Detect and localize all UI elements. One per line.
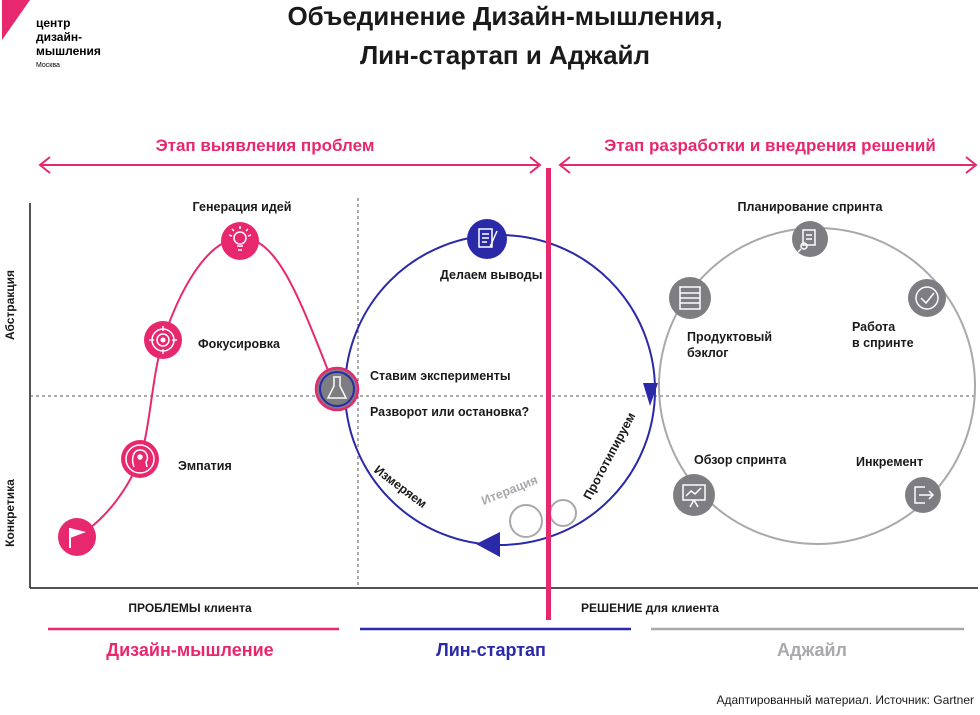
sprint-planning-node xyxy=(792,221,828,257)
logo-line-1: центр xyxy=(36,16,71,30)
document-icon xyxy=(478,228,498,248)
stage-arrow-left xyxy=(38,156,542,174)
head-icon xyxy=(131,449,149,468)
label-pivot: Разворот или остановка? xyxy=(370,405,529,419)
label-client-solution: РЕШЕНИЕ для клиента xyxy=(581,601,719,615)
iteration-loops xyxy=(509,499,577,538)
label-empathy: Эмпатия xyxy=(178,459,232,473)
export-icon xyxy=(914,486,935,504)
flask-icon xyxy=(326,376,348,399)
label-iteration: Итерация xyxy=(479,473,539,508)
experiments-node xyxy=(314,366,360,412)
logo-triangle-icon xyxy=(2,0,30,40)
logo: центр дизайн- мышления Москва xyxy=(2,0,101,69)
checklist-search-icon xyxy=(797,229,816,253)
arrow-down-right xyxy=(643,383,658,406)
presentation-chart-icon xyxy=(682,484,706,508)
label-sprint-review: Обзор спринта xyxy=(694,453,787,467)
axis-label-concreteness: Конкретика xyxy=(3,479,17,547)
stage-divider xyxy=(546,168,551,620)
check-circle-icon xyxy=(915,286,939,310)
flag-icon xyxy=(69,528,86,548)
label-sprint-planning: Планирование спринта xyxy=(738,200,884,214)
logo-line-3: мышления xyxy=(36,44,101,58)
label-ideation: Генерация идей xyxy=(193,200,292,214)
work-in-sprint-node xyxy=(908,279,946,317)
label-work-2: в спринте xyxy=(852,336,914,350)
label-experiments: Ставим эксперименты xyxy=(370,369,511,383)
method-label-lean: Лин-стартап xyxy=(436,640,546,660)
empathy-node xyxy=(121,440,159,478)
page-title-line-1: Объединение Дизайн-мышления, xyxy=(287,1,722,31)
stage-arrow-right xyxy=(558,156,978,174)
arrow-left-bottom xyxy=(476,532,500,557)
label-backlog-2: бэклог xyxy=(687,346,729,360)
target-icon xyxy=(149,326,177,354)
stage-label-problems: Этап выявления проблем xyxy=(156,136,375,155)
list-icon xyxy=(679,286,701,310)
label-focus: Фокусировка xyxy=(198,337,281,351)
label-prototype: Прототипируем xyxy=(581,410,639,502)
method-label-agile: Аджайл xyxy=(777,640,847,660)
axis-label-abstraction: Абстракция xyxy=(3,270,17,340)
source-note: Адаптированный материал. Источник: Gartn… xyxy=(716,693,974,707)
label-increment: Инкремент xyxy=(856,455,923,469)
sprint-review-node xyxy=(673,474,715,516)
increment-node xyxy=(905,477,941,513)
conclusions-node xyxy=(467,219,507,259)
focus-node xyxy=(144,321,182,359)
label-client-problems: ПРОБЛЕМЫ клиента xyxy=(128,601,252,615)
backlog-node xyxy=(669,277,711,319)
design-thinking-curve xyxy=(76,236,336,538)
logo-city: Москва xyxy=(36,62,60,69)
label-backlog-1: Продуктовый xyxy=(687,330,772,344)
lightbulb-icon xyxy=(228,226,252,251)
stage-label-solutions: Этап разработки и внедрения решений xyxy=(604,136,936,155)
page-title-line-2: Лин-стартап и Аджайл xyxy=(360,40,650,70)
ideation-node xyxy=(221,222,259,260)
label-conclusions: Делаем выводы xyxy=(440,268,542,282)
start-flag-node xyxy=(58,518,96,556)
label-work-1: Работа xyxy=(852,320,896,334)
method-label-design-thinking: Дизайн-мышление xyxy=(106,640,273,660)
logo-line-2: дизайн- xyxy=(36,30,82,44)
